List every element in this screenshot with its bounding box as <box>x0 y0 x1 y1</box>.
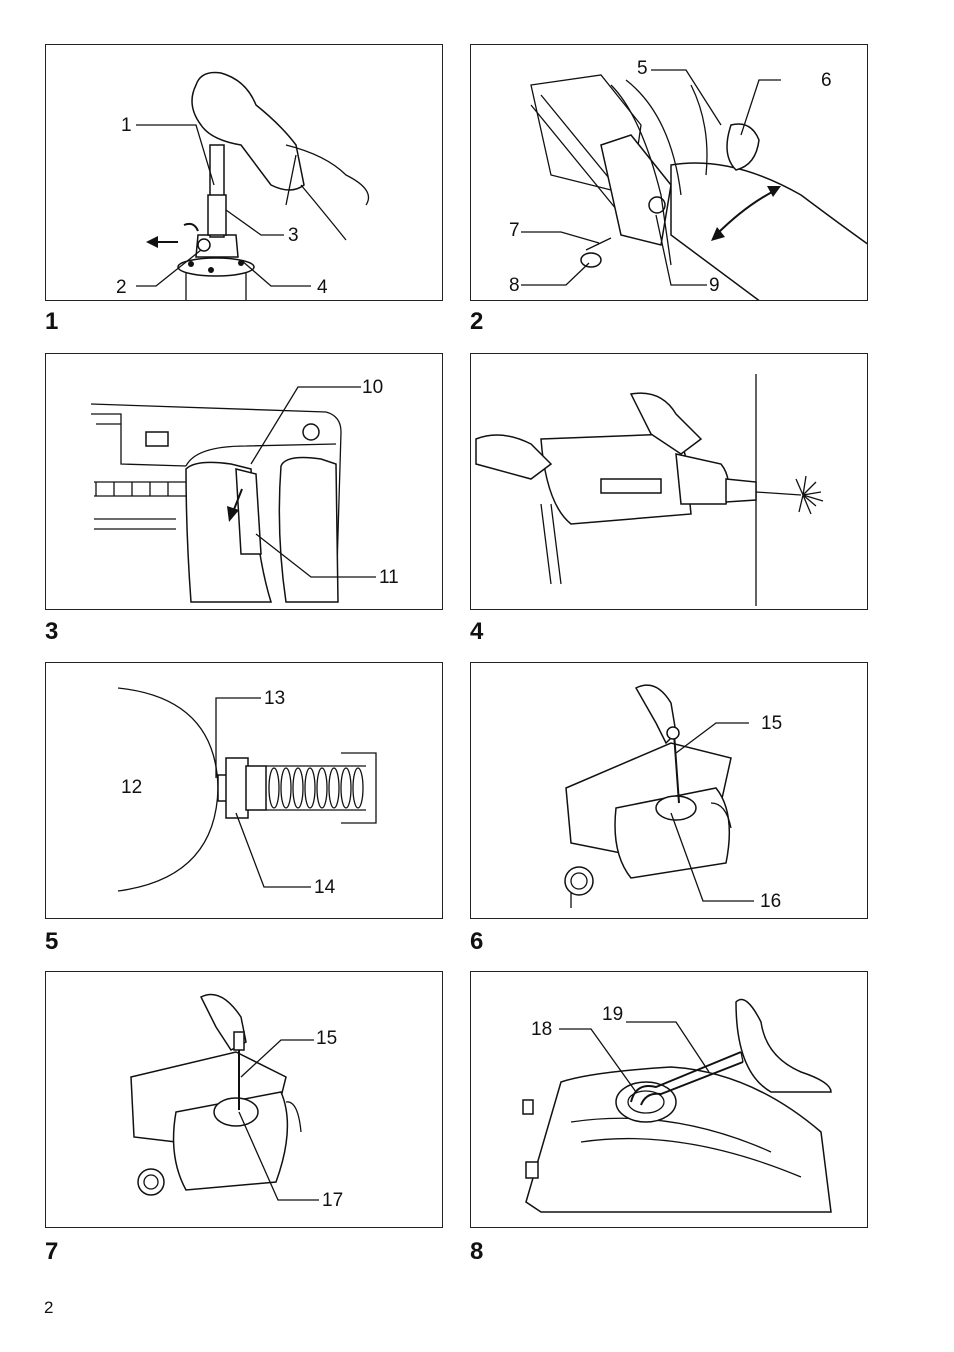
figure-5-panel: 13 12 14 <box>45 662 443 919</box>
callout-label: 6 <box>821 70 832 91</box>
figure-4-illustration <box>475 374 824 606</box>
callout-label: 8 <box>509 275 520 296</box>
figure-number: 1 <box>45 308 59 335</box>
callout-label: 16 <box>760 891 782 912</box>
figure-5-illustration <box>117 687 377 892</box>
callout-label: 3 <box>288 225 299 246</box>
callout-label: 13 <box>264 688 286 709</box>
callout-label: 4 <box>317 277 328 298</box>
figure-6-illustration <box>564 684 754 908</box>
callout-label: 11 <box>379 567 399 588</box>
figure-number: 5 <box>45 928 59 955</box>
callout-label: 9 <box>709 275 720 296</box>
figure-6-panel: 15 16 <box>470 662 868 919</box>
callout-label: 15 <box>316 1028 338 1049</box>
figure-1-panel: 1 2 3 4 <box>45 44 443 301</box>
figure-7-panel: 15 17 <box>45 971 443 1228</box>
figure-4-panel <box>470 353 868 610</box>
figure-number: 6 <box>470 928 484 955</box>
figure-number: 8 <box>470 1238 484 1265</box>
callout-label: 19 <box>602 1004 624 1025</box>
figure-8-illustration <box>522 998 832 1213</box>
figure-7-illustration <box>130 993 319 1201</box>
callout-label: 15 <box>761 713 783 734</box>
callout-label: 5 <box>637 58 648 79</box>
figure-1-illustration <box>136 71 370 300</box>
figure-2-illustration <box>521 69 867 300</box>
callout-label: 7 <box>509 220 520 241</box>
figure-3-illustration <box>90 386 376 603</box>
callout-label: 14 <box>314 877 336 898</box>
callout-label: 2 <box>116 277 127 298</box>
figure-2-panel: 5 6 7 8 9 <box>470 44 868 301</box>
callout-label: 18 <box>531 1019 553 1040</box>
callout-label: 10 <box>362 377 384 398</box>
page-number: 2 <box>44 1298 54 1317</box>
figure-3-panel: 10 11 <box>45 353 443 610</box>
figure-number: 3 <box>45 618 59 645</box>
figure-number: 4 <box>470 618 484 645</box>
figure-number: 7 <box>45 1238 59 1265</box>
callout-label: 17 <box>322 1190 344 1211</box>
figure-8-panel: 19 18 <box>470 971 868 1228</box>
figure-number: 2 <box>470 308 484 335</box>
callout-label: 12 <box>121 777 143 798</box>
callout-label: 1 <box>121 115 132 136</box>
